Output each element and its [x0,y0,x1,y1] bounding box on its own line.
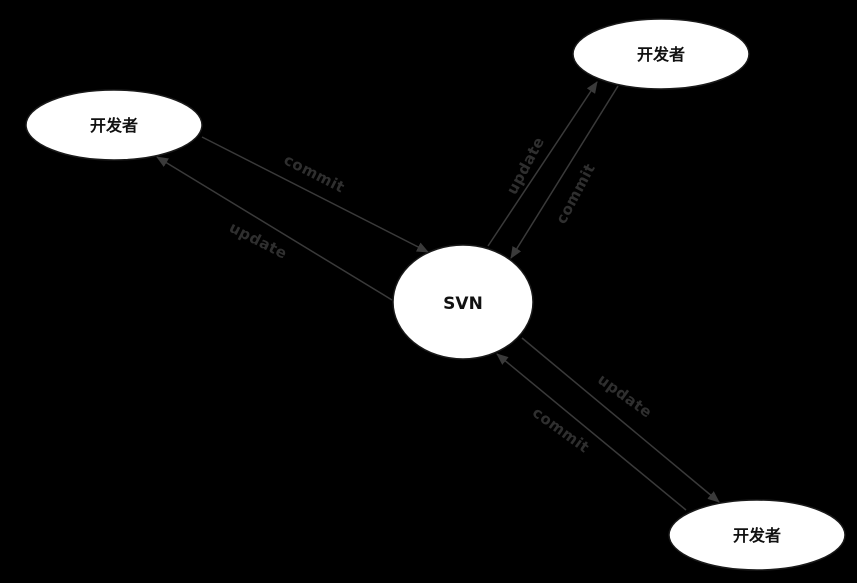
edge-label-update-bottom-right: update [594,370,655,421]
edge-label-commit-bottom-right: commit [529,403,593,456]
svn-hub-node: SVN [392,244,534,360]
edge-label-update-top-left: update [226,218,290,262]
edge-update-top-left: update [156,156,393,301]
svn-hub-label: SVN [443,294,483,314]
edge-label-commit-top-right: commit [552,160,599,227]
edge-commit-bottom-right: commit [496,353,687,511]
developer-node-bottom-right: 开发者 [668,499,846,571]
developer-label-top-left: 开发者 [90,116,138,135]
edge-label-commit-top-left: commit [281,151,348,197]
developer-label-top-right: 开发者 [637,45,685,64]
developer-node-top-left: 开发者 [25,89,203,161]
developer-label-bottom-right: 开发者 [733,526,781,545]
developer-node-top-right: 开发者 [572,18,750,90]
